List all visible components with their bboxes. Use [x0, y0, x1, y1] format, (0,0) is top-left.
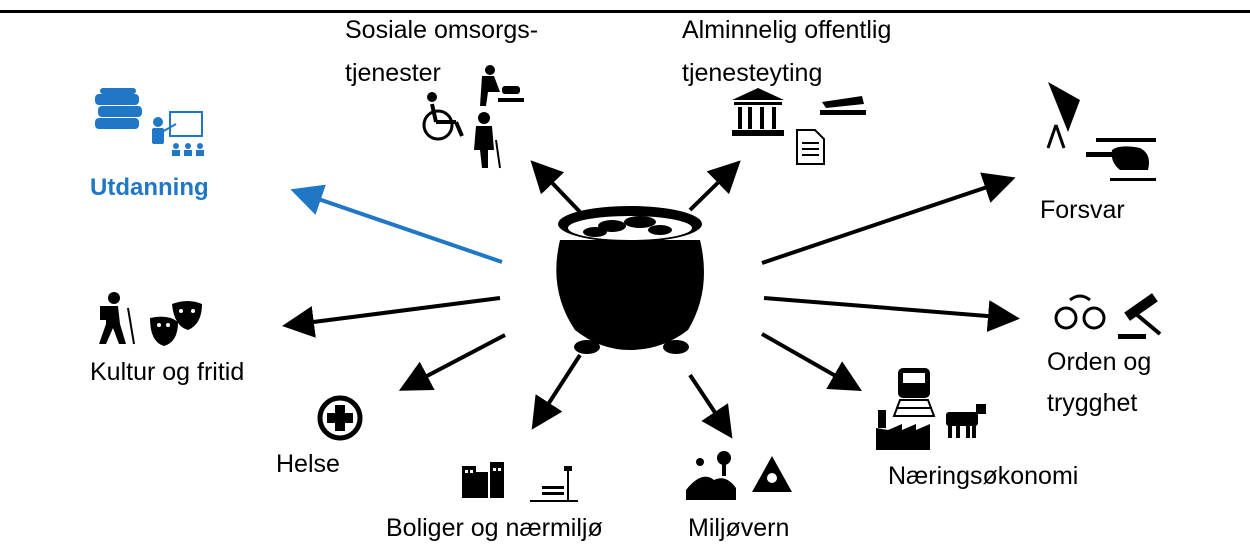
- train-icon: [892, 368, 936, 417]
- top-rule: [0, 10, 1250, 13]
- label-sosiale-line1: Sosiale omsorgs-: [345, 16, 539, 44]
- teacher-icon: [152, 111, 204, 156]
- radar-icon: [1046, 82, 1080, 149]
- label-orden-line2: trygghet: [1047, 389, 1138, 417]
- label-naering: Næringsøkonomi: [888, 462, 1079, 490]
- caregiver-icon: [480, 65, 524, 106]
- label-utdanning: Utdanning: [90, 174, 209, 201]
- money-pot-icon: [556, 206, 704, 354]
- label-orden-line1: Orden og: [1047, 348, 1152, 376]
- arrow-utdanning: [290, 184, 503, 264]
- gavel-icon: [1118, 293, 1162, 339]
- books-icon: [95, 88, 142, 129]
- apartment-buildings-icon: [462, 462, 504, 498]
- park-bench-icon: [530, 466, 578, 502]
- hiker-icon: [99, 292, 135, 345]
- arrow-alminnelig: [688, 160, 741, 212]
- arrow-helse: [398, 333, 506, 391]
- label-miljo: Miljøvern: [688, 514, 790, 542]
- arrow-miljo: [688, 373, 733, 439]
- label-alminnelig-line2: tjenesteyting: [682, 59, 823, 87]
- arrow-kultur: [282, 296, 501, 338]
- arrow-sosiale: [530, 160, 582, 214]
- wheelchair-icon: [422, 92, 464, 141]
- stapler-icon: [820, 96, 866, 115]
- health-cross-icon: [317, 395, 363, 441]
- label-kultur: Kultur og fritid: [90, 358, 245, 386]
- elderly-icon: [474, 112, 501, 169]
- factory-icon: [876, 410, 930, 450]
- handcuffs-icon: [1054, 294, 1106, 330]
- government-building-icon: [732, 88, 784, 136]
- label-alminnelig-line1: Alminnelig offentlig: [682, 16, 892, 44]
- landscape-icon: [686, 451, 736, 500]
- toxic-warning-icon: [752, 456, 792, 492]
- arrow-forsvar: [761, 172, 1016, 265]
- document-icon: [796, 129, 825, 165]
- arrow-boliger: [531, 353, 582, 430]
- label-boliger: Boliger og nærmiljø: [386, 514, 603, 542]
- arrow-orden: [763, 296, 1020, 333]
- label-sosiale-line2: tjenester: [345, 59, 441, 87]
- arrow-naering: [761, 332, 862, 391]
- label-helse: Helse: [276, 450, 340, 478]
- cow-icon: [946, 404, 986, 438]
- label-forsvar: Forsvar: [1040, 196, 1125, 224]
- helicopter-icon: [1086, 138, 1156, 181]
- theater-masks-icon: [150, 301, 202, 346]
